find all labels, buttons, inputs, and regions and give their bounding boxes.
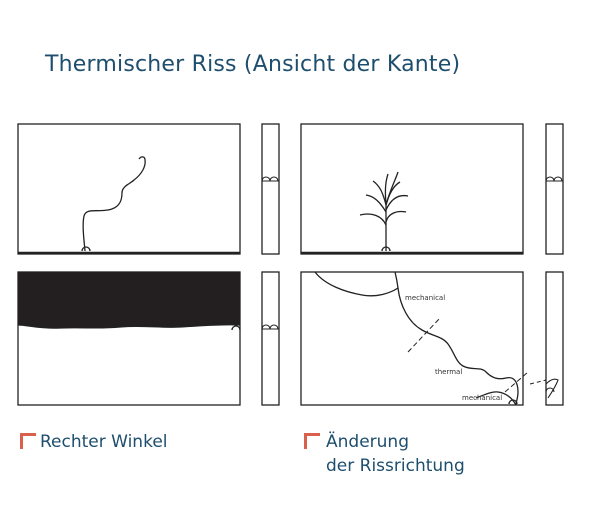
edge-view-bottom-right: [545, 271, 564, 406]
legend-direction-change-line1: Änderung: [326, 432, 409, 452]
right-angle-mark-top-left: [81, 246, 91, 252]
edge-notch-top-left: [261, 176, 279, 182]
label-mechanical-top: mechanical: [405, 294, 445, 302]
direction-change-legend-icon: [304, 433, 320, 449]
transition-marker-2: [504, 371, 529, 393]
legend-direction-change-line2: der Rissrichtung: [326, 456, 465, 476]
panel-top-left: [17, 123, 241, 255]
crack-line-top-left: [82, 156, 146, 252]
legend-right-angle: Rechter Winkel: [40, 430, 168, 454]
label-thermal: thermal: [435, 368, 462, 376]
right-angle-mark-bottom-right: [508, 399, 518, 405]
right-angle-mark-top-right: [381, 246, 391, 252]
crack-line-bottom-left: [17, 324, 241, 329]
page-title: Thermischer Riss (Ansicht der Kante): [45, 52, 461, 77]
legend-direction-change: Änderung der Rissrichtung: [326, 430, 465, 478]
legend-right-angle-label: Rechter Winkel: [40, 432, 168, 452]
crack-branches-top-right: [359, 171, 409, 251]
right-angle-legend-icon: [20, 433, 36, 449]
edge-view-bottom-left: [261, 271, 280, 406]
dark-band: [18, 272, 240, 329]
right-angle-mark-bottom-left: [231, 325, 241, 331]
crack-thermal-path: [397, 287, 519, 406]
edge-view-top-right: [545, 123, 564, 255]
crack-mechanical-top: [314, 271, 399, 297]
label-mechanical-bottom: mechanical: [462, 394, 502, 402]
panel-bottom-right: [300, 271, 524, 406]
edge-view-top-left: [261, 123, 280, 255]
panel-top-right: [300, 123, 524, 255]
